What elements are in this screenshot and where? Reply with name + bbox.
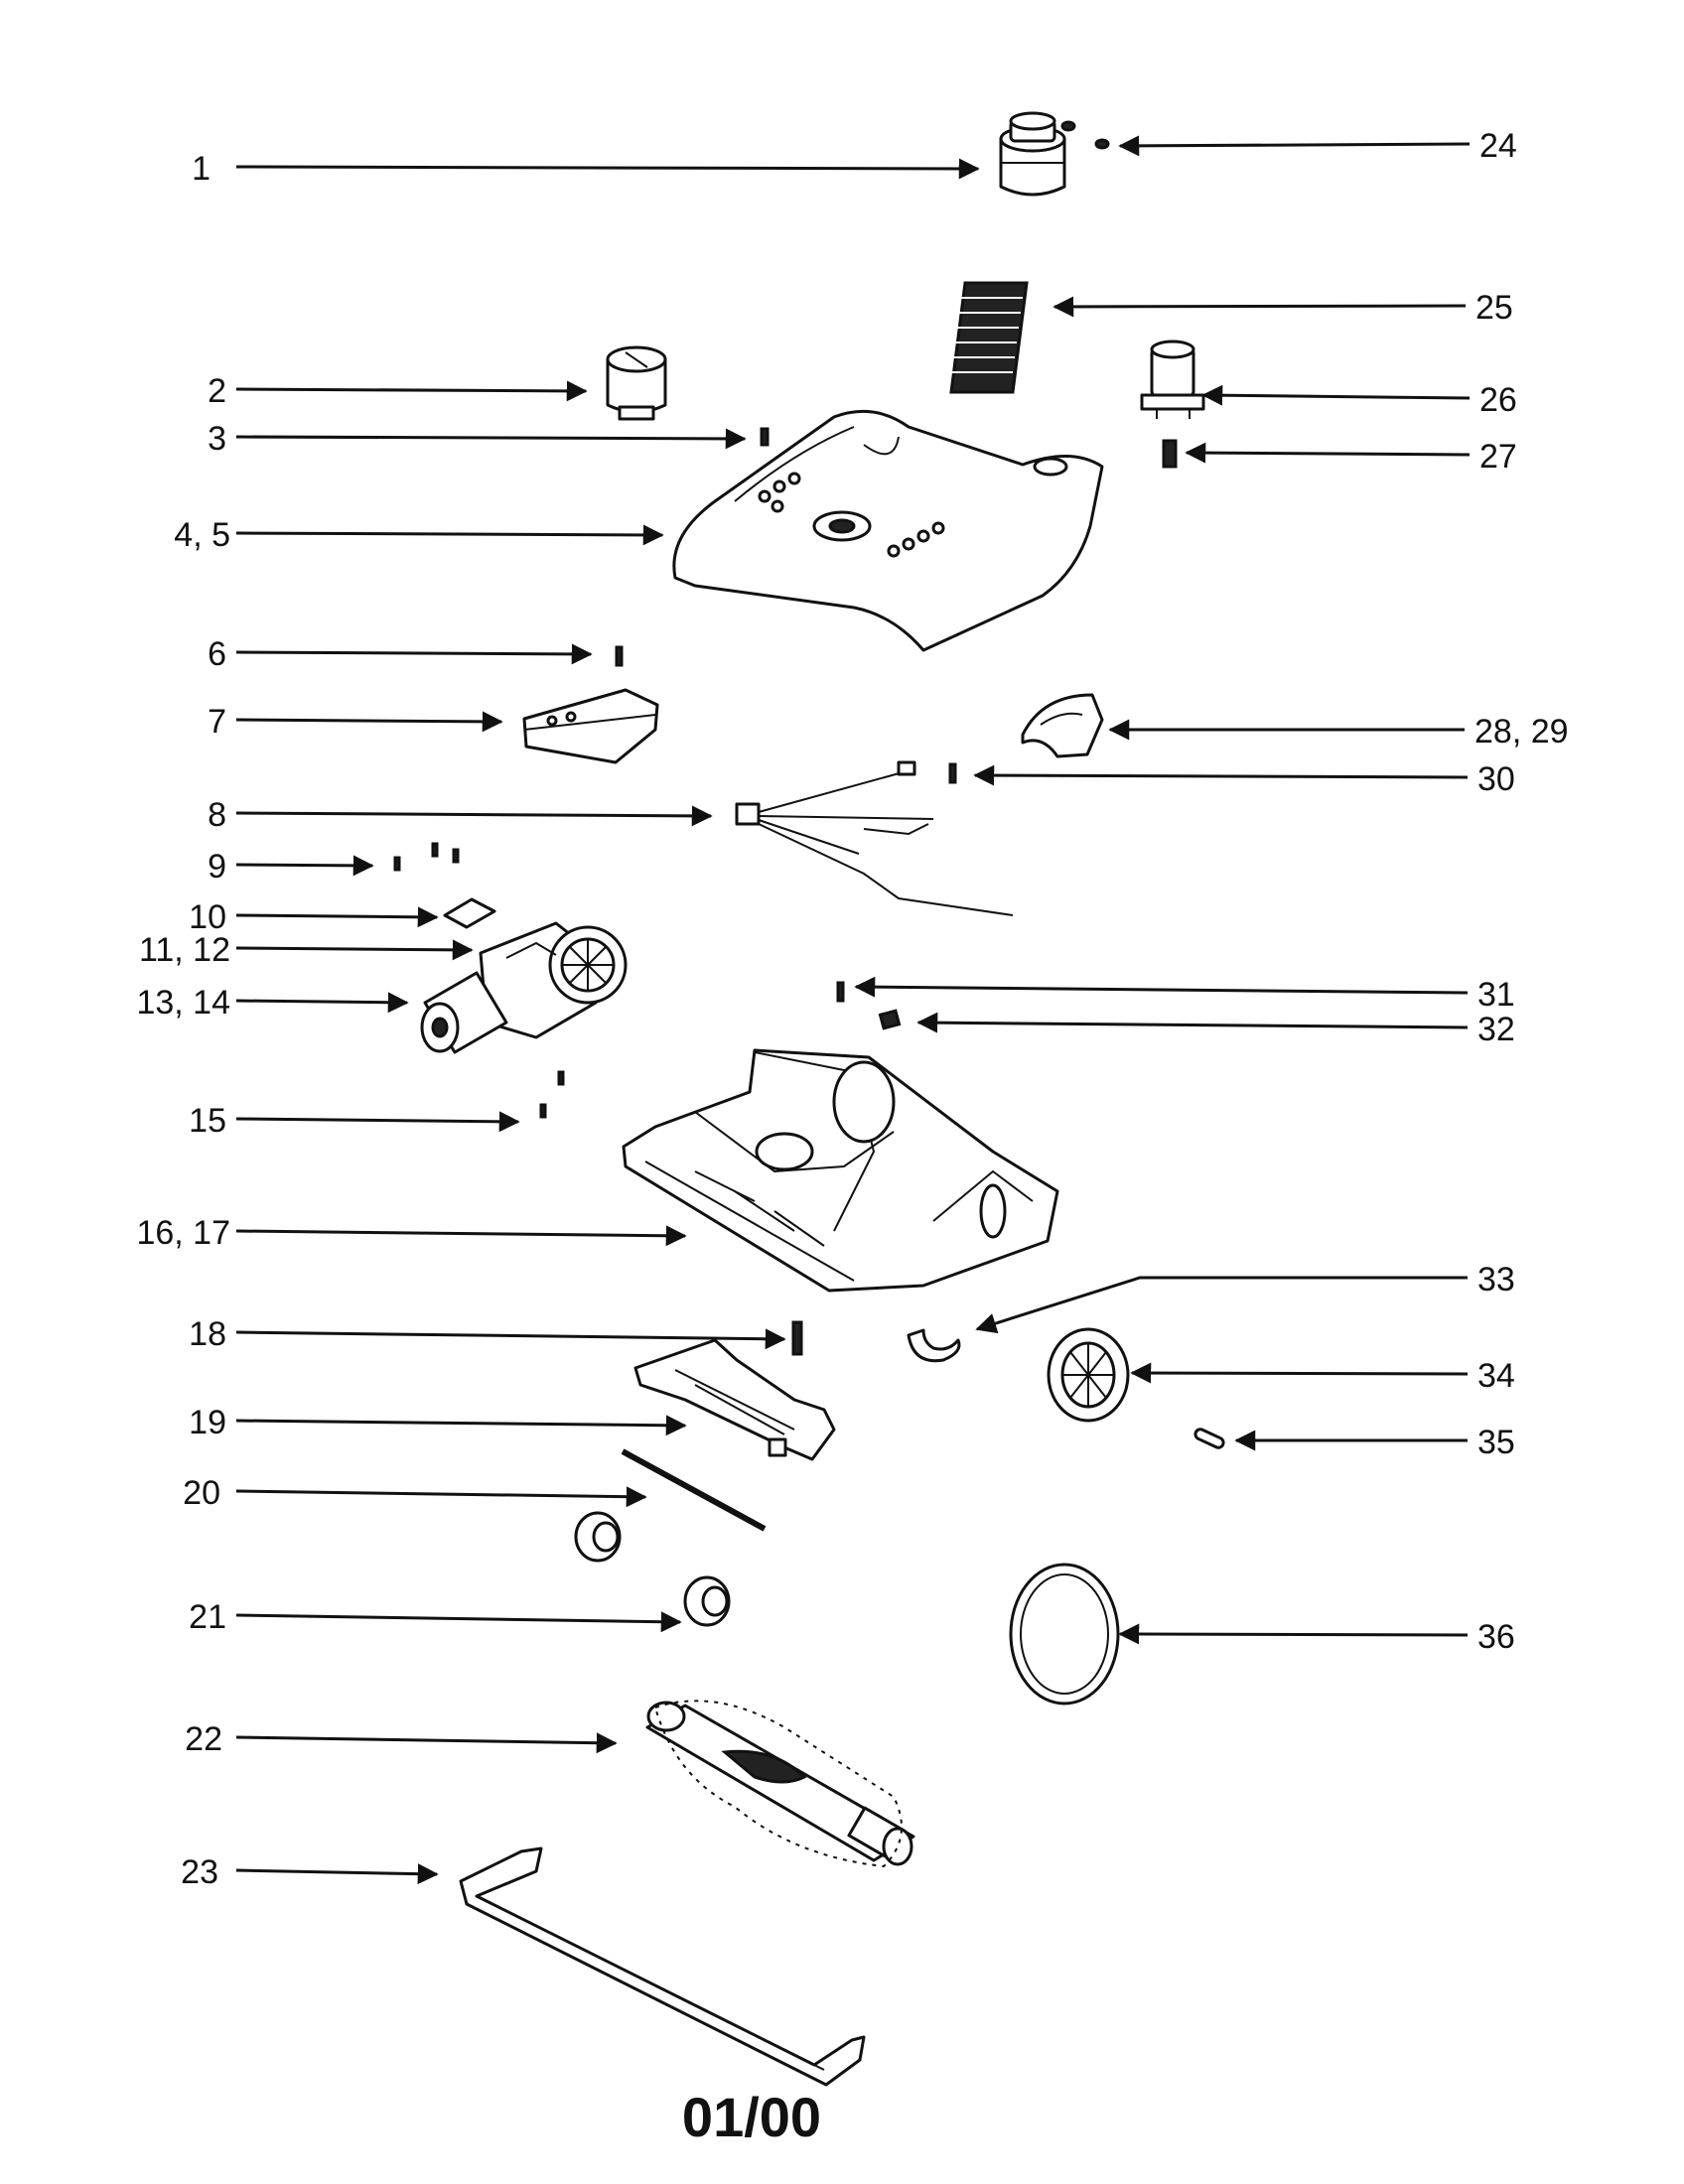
callout-31: 31	[1477, 976, 1515, 1014]
callout-labels: 1 2 3 4, 5 6 7 8 9 10 11, 12 13, 14 15 1…	[136, 127, 1568, 1891]
callout-26: 26	[1479, 381, 1517, 419]
part-2-filter-canister	[606, 345, 667, 421]
callout-32: 32	[1477, 1011, 1515, 1048]
callout-10: 10	[189, 898, 226, 936]
part-3-screw	[760, 427, 770, 447]
callout-18: 18	[189, 1315, 226, 1353]
revision-code: 01/00	[682, 2086, 821, 2148]
part-27-spring	[1162, 439, 1178, 469]
part-23-bumper	[459, 1846, 866, 2087]
callout-8: 8	[208, 796, 226, 834]
part-illustrations	[393, 111, 1225, 2087]
part-33-clip	[907, 1328, 961, 1363]
callout-30: 30	[1477, 760, 1515, 798]
callout-33: 33	[1477, 1261, 1515, 1298]
part-1-cap	[999, 111, 1066, 197]
callout-2: 2	[208, 372, 226, 410]
callout-24: 24	[1479, 127, 1517, 165]
callout-28-29: 28, 29	[1474, 713, 1569, 751]
callout-20: 20	[183, 1474, 220, 1512]
callout-35: 35	[1477, 1424, 1515, 1461]
callout-19: 19	[189, 1404, 226, 1441]
part-4-5-hood	[672, 409, 1104, 652]
callout-6: 6	[208, 635, 226, 673]
callout-23: 23	[181, 1853, 218, 1891]
part-6-screw	[615, 645, 624, 667]
leader-lines	[235, 135, 1471, 1885]
callout-11-12: 11, 12	[139, 931, 230, 969]
part-10-plate	[443, 897, 496, 929]
callout-36: 36	[1477, 1618, 1515, 1656]
part-35-pin	[1193, 1428, 1225, 1449]
part-34-wheel	[1047, 1327, 1130, 1423]
part-8-wiring-harness	[735, 760, 1014, 916]
part-26-switch	[1140, 340, 1205, 419]
part-22-brushroll	[645, 1700, 915, 1868]
part-31-screw	[836, 981, 845, 1003]
callout-1: 1	[192, 150, 210, 188]
part-11-14-motor	[420, 921, 628, 1054]
callout-25: 25	[1475, 289, 1513, 327]
callout-21: 21	[189, 1598, 226, 1636]
part-36-belt	[1009, 1563, 1120, 1706]
part-15-screws	[539, 1070, 565, 1119]
callout-16-17: 16, 17	[136, 1214, 230, 1252]
callout-22: 22	[185, 1720, 222, 1758]
part-19-bracket	[633, 1338, 836, 1461]
part-20-rod	[621, 1448, 767, 1532]
callout-34: 34	[1477, 1357, 1515, 1395]
part-24-clip	[1060, 120, 1110, 150]
callout-13-14: 13, 14	[136, 984, 230, 1022]
part-18-spring	[791, 1320, 803, 1356]
callout-9: 9	[208, 848, 226, 886]
part-25-hose	[949, 281, 1029, 394]
callout-15: 15	[189, 1102, 226, 1140]
callout-4-5: 4, 5	[174, 516, 230, 554]
part-30-screw	[948, 762, 957, 784]
part-9-screws	[393, 842, 460, 872]
part-21-end-caps	[574, 1511, 731, 1627]
part-16-17-base	[622, 1048, 1059, 1293]
callout-3: 3	[208, 420, 226, 458]
part-7-bracket	[522, 688, 659, 764]
callout-27: 27	[1479, 438, 1517, 476]
callout-7: 7	[208, 703, 226, 741]
part-32-plug	[878, 1009, 902, 1030]
part-28-29-cover	[1021, 693, 1104, 758]
